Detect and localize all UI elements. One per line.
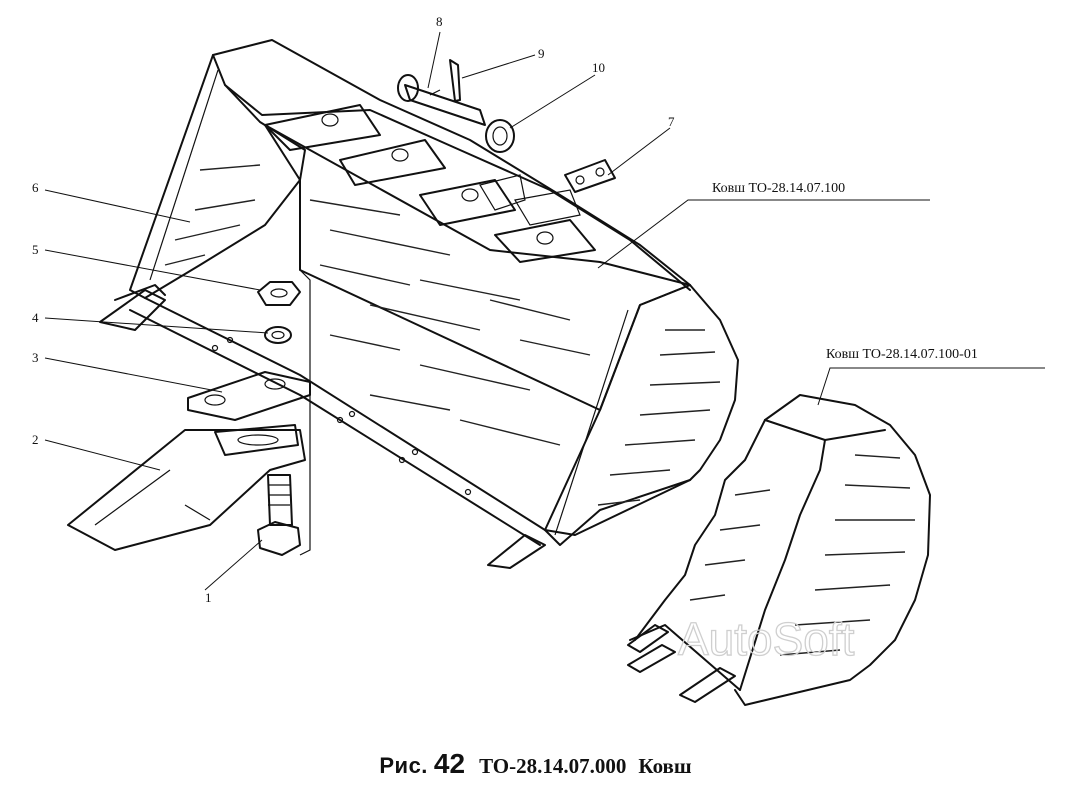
part-3-adapter-plate — [187, 371, 311, 421]
bucket-top-ribs — [264, 104, 596, 263]
callout-5: 5 — [32, 242, 39, 257]
callout-1: 1 — [205, 590, 212, 605]
alt-tooth-3 — [679, 667, 736, 703]
bucket-top-rim — [212, 39, 691, 286]
caption-title: Ковш — [638, 754, 692, 778]
lip-bolt-holes — [211, 336, 472, 496]
caption-prefix: Рис. — [379, 753, 428, 778]
callout-9: 9 — [538, 46, 545, 61]
alt-bucket-hatching — [689, 454, 915, 656]
alternative-bucket — [627, 394, 931, 706]
alt-bucket-label: Ковш ТО-28.14.07.100-01 — [826, 347, 978, 362]
alt-tooth-1 — [627, 624, 669, 653]
callout-7: 7 — [668, 114, 675, 129]
part-10-ring — [485, 119, 515, 153]
caption-number: 42 — [433, 748, 466, 779]
callout-8: 8 — [436, 14, 443, 29]
watermark: AutoSoft — [678, 613, 855, 665]
part-9-cotter-pin — [449, 59, 461, 102]
figure-caption: Рис.42 ТО-28.14.07.000 Ковш — [0, 748, 1071, 780]
right-side-hatching — [597, 329, 721, 506]
part-8-pin — [397, 74, 486, 126]
tooth-right — [487, 534, 546, 569]
main-bucket — [99, 39, 739, 569]
caption-code: ТО-28.14.07.000 — [479, 754, 627, 778]
callout-10: 10 — [592, 60, 605, 75]
part-1-bolt — [257, 474, 301, 556]
callout-2: 2 — [32, 432, 39, 447]
part-7-link — [564, 159, 616, 193]
bucket-body-hatching — [164, 164, 591, 446]
callouts: 1 2 3 4 5 6 7 8 9 10 — [32, 14, 675, 605]
callout-6: 6 — [32, 180, 39, 195]
part-2-tooth — [67, 424, 306, 551]
part-4-spring-washer — [264, 326, 292, 344]
leader-lines — [44, 31, 1045, 591]
bucket-left-side-plate — [129, 54, 306, 299]
callout-4: 4 — [32, 310, 39, 325]
main-bucket-label: Ковш ТО-28.14.07.100 — [712, 181, 845, 196]
tooth-left — [99, 289, 166, 331]
part-5-nut — [257, 281, 301, 306]
bucket-cutting-edge — [144, 297, 691, 546]
callout-3: 3 — [32, 350, 39, 365]
bucket-right-side-plate — [544, 284, 739, 536]
alt-tooth-2 — [627, 644, 676, 673]
